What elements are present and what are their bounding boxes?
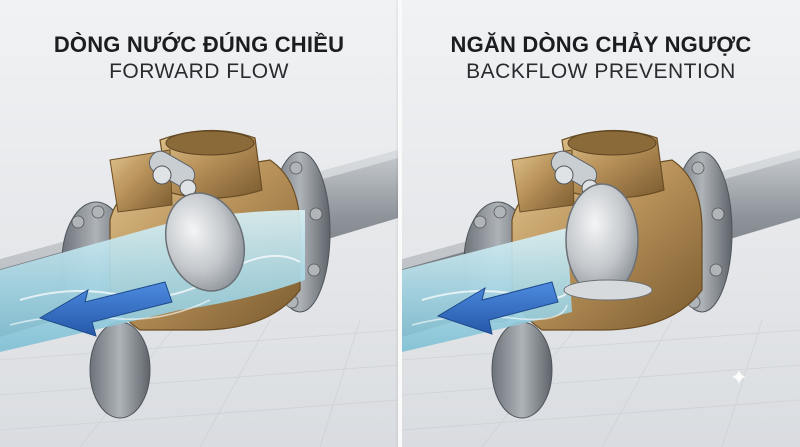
floor-grid: [0, 319, 398, 447]
panel-title-block: DÒNG NƯỚC ĐÚNG CHIỀU FORWARD FLOW: [0, 32, 398, 86]
panel-title-block: NGĂN DÒNG CHẢY NGƯỢC BACKFLOW PREVENTION: [402, 32, 800, 86]
bolt-icon: [691, 161, 705, 175]
bolt-icon: [71, 215, 85, 229]
bolt-icon: [493, 205, 507, 219]
flow-arrow-left: [38, 281, 173, 337]
valve-illustration-open: [0, 129, 398, 447]
lower-flange: [491, 321, 553, 419]
valve-disc-open: [148, 150, 246, 292]
panel-title: DÒNG NƯỚC ĐÚNG CHIỀU: [53, 32, 345, 57]
lower-flange: [89, 321, 151, 419]
panel-subtitle: FORWARD FLOW: [109, 60, 289, 83]
bolt-icon: [289, 161, 303, 175]
bolt-icon: [91, 205, 105, 219]
valve-disc-closed: [550, 150, 653, 301]
bolt-icon: [307, 263, 321, 277]
bolt-icon: [711, 207, 725, 221]
panel-forward-flow: DÒNG NƯỚC ĐÚNG CHIỀU FORWARD FLOW: [0, 0, 398, 447]
sparkle-icon: ✦: [729, 365, 748, 390]
panel-backflow-prevention: NGĂN DÒNG CHẢY NGƯỢC BACKFLOW PREVENTION…: [402, 0, 800, 447]
panel-subtitle: BACKFLOW PREVENTION: [466, 60, 736, 83]
panel-divider: [398, 0, 402, 447]
bolt-icon: [709, 263, 723, 277]
panel-title: NGĂN DÒNG CHẢY NGƯỢC: [450, 32, 752, 57]
bolt-icon: [309, 207, 323, 221]
water-flow: [0, 210, 305, 352]
bolt-icon: [473, 215, 487, 229]
valve-illustration-closed: [402, 129, 800, 447]
flow-arrow-left: [436, 281, 559, 335]
